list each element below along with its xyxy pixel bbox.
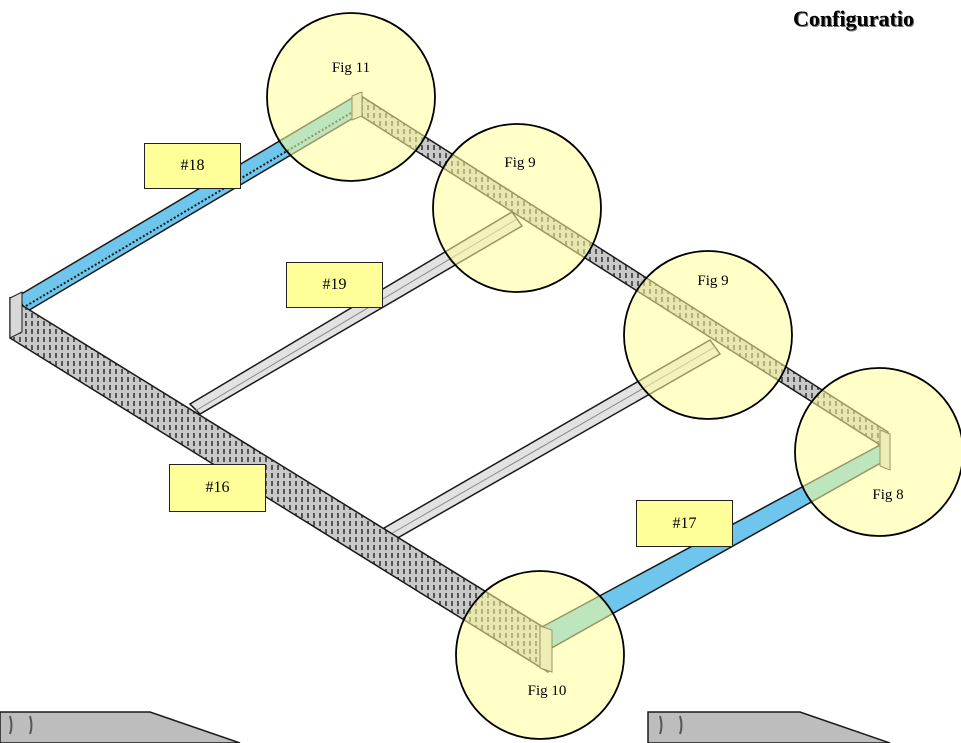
fig9-circle-upper: [432, 123, 602, 293]
fig10-label: Fig 10: [527, 683, 567, 699]
callout-18: #18: [144, 143, 241, 189]
callout-17: #17: [636, 500, 733, 547]
fig8-label: Fig 8: [872, 487, 904, 503]
callout-19: #19: [286, 262, 383, 308]
fig11-circle: [266, 12, 436, 182]
fig11-label: Fig 11: [331, 60, 371, 76]
detail-view-right: [647, 711, 891, 743]
fig8-circle: [794, 367, 961, 537]
fig9-label-upper: Fig 9: [504, 155, 536, 171]
fig9-label-lower: Fig 9: [697, 273, 729, 289]
page-title: Configuratio: [793, 6, 914, 31]
callout-16: #16: [169, 464, 266, 512]
fig10-circle: [455, 570, 625, 740]
fig9-circle-lower: [623, 250, 793, 420]
detail-view-left: [0, 711, 241, 743]
